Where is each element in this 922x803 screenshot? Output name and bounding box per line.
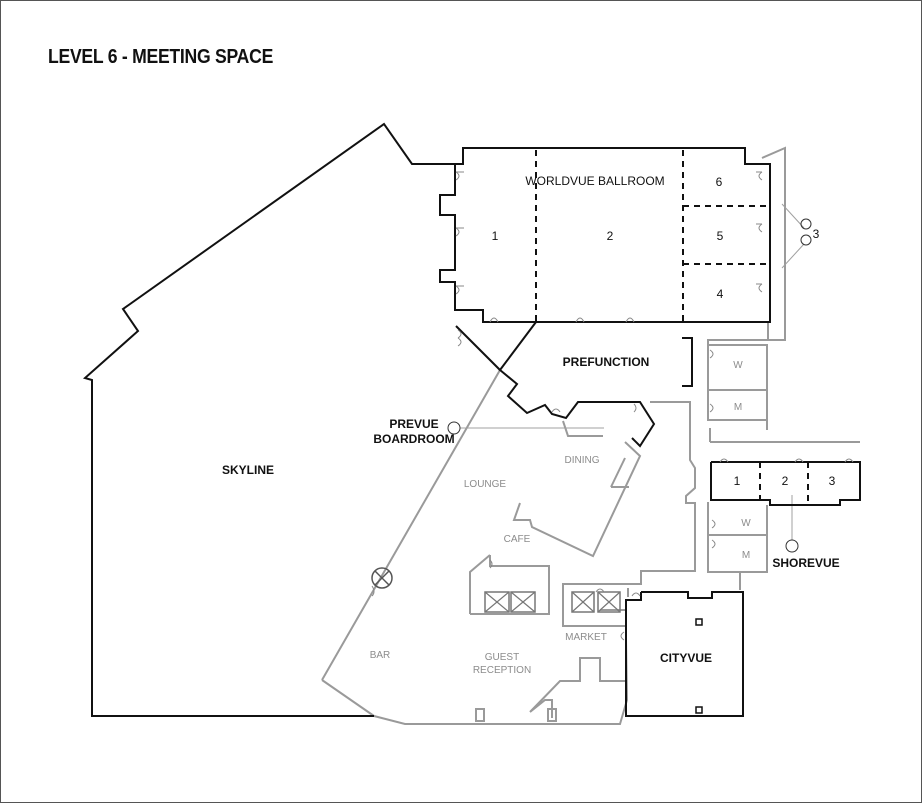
restroom-men-label: M <box>742 550 750 561</box>
skyline-label: SKYLINE <box>222 463 274 477</box>
shorevue-section-1-label: 1 <box>734 474 741 488</box>
ballroom-section-4-label: 4 <box>717 287 724 301</box>
cafe-label: CAFE <box>504 534 531 545</box>
column-icon <box>695 618 703 626</box>
shorevue-callout-marker <box>785 539 799 553</box>
section-3-callout-marker <box>800 234 812 246</box>
elevator-icon <box>484 591 621 613</box>
skyline-room-outline <box>455 325 501 371</box>
cityvue-outline <box>625 591 744 717</box>
ballroom-section-6-label: 6 <box>716 175 723 189</box>
dining-label: DINING <box>565 455 600 466</box>
column-icon <box>547 708 557 722</box>
guest-reception-label: GUEST <box>485 652 519 663</box>
lounge-cafe-partition <box>512 420 642 558</box>
worldvue-ballroom-label: WORLDVUE BALLROOM <box>525 174 664 188</box>
restroom-block-lower <box>707 502 768 590</box>
prevue-boardroom-label: BOARDROOM <box>373 432 454 446</box>
column-icon <box>475 708 485 722</box>
prevue-boardroom-label: PREVUE <box>389 417 438 431</box>
lounge-label: LOUNGE <box>464 479 507 490</box>
public-area-outline <box>321 369 696 725</box>
map-title: LEVEL 6 - MEETING SPACE <box>48 46 274 68</box>
restroom-women-label: W <box>733 360 743 371</box>
ballroom-section-5-label: 5 <box>717 229 724 243</box>
door-swing-icon <box>371 171 854 641</box>
shorevue-section-2-label: 2 <box>782 474 789 488</box>
section-3-callout-marker <box>800 218 812 230</box>
boardroom-callout-marker <box>447 421 461 435</box>
bar-label: BAR <box>370 650 391 661</box>
prefunction-outline <box>498 321 656 448</box>
shorevue-outline <box>710 461 861 506</box>
ballroom-service-corridor <box>761 146 805 341</box>
shorevue-label: SHOREVUE <box>772 556 839 570</box>
restroom-women-label: W <box>741 518 751 529</box>
restroom-block-upper <box>707 322 860 443</box>
shorevue-section-3-label: 3 <box>829 474 836 488</box>
reception-partition <box>529 657 626 718</box>
cityvue-label: CITYVUE <box>660 651 712 665</box>
guest-reception-label: RECEPTION <box>473 665 531 676</box>
worldvue-ballroom-outline <box>439 147 771 323</box>
prefunction-wall <box>682 337 693 387</box>
ballroom-section-1-label: 1 <box>492 229 499 243</box>
restroom-men-label: M <box>734 402 742 413</box>
section-3-callout-label: 3 <box>813 227 820 241</box>
ballroom-section-2-label: 2 <box>607 229 614 243</box>
market-label: MARKET <box>565 632 607 643</box>
column-icon <box>371 567 393 589</box>
prefunction-label: PREFUNCTION <box>563 355 650 369</box>
column-icon <box>695 706 703 714</box>
skyline-room-outline <box>82 122 455 717</box>
